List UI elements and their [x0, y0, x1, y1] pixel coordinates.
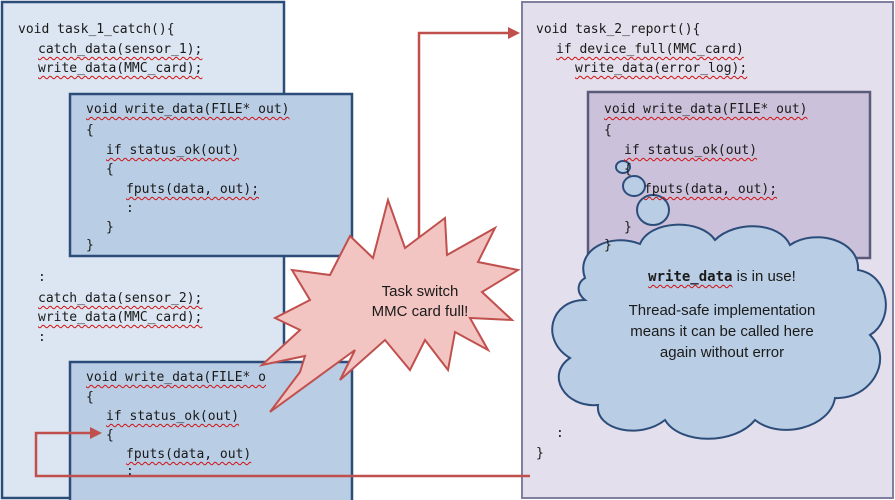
inner-ellipsis-1: :	[126, 201, 134, 216]
fputs-line-2: fputs(data, out)	[126, 447, 252, 462]
write-data-signature-1: void write_data(FILE* out)	[86, 102, 290, 117]
cloud-in-use-text: is in use!	[732, 268, 796, 285]
write-data-signature-3: void write_data(FILE* out)	[604, 102, 808, 117]
status-ok-line-3: if status_ok(out)	[624, 143, 758, 158]
write-data-call-1: write_data(MMC_card);	[38, 61, 203, 76]
task-switch-arrow	[417, 31, 510, 240]
brace-close-1: }	[86, 238, 94, 253]
task-switch-arrowhead	[508, 27, 520, 39]
return-arrowhead	[90, 427, 102, 439]
brace-open-2: {	[86, 390, 94, 405]
cloud-text: write_data is in use! Thread-safe implem…	[582, 266, 862, 363]
cloud-callout	[551, 223, 887, 440]
cloud-line-2: means it can be called here	[630, 323, 814, 340]
write-data-call-2: write_data(MMC_card);	[38, 310, 203, 325]
thought-bubble-medium	[622, 175, 646, 197]
task-2-close: }	[536, 446, 544, 461]
cloud-in-use-line: write_data is in use!	[582, 266, 862, 288]
cloud-func-name: write_data	[648, 269, 733, 285]
task-switch-burst	[258, 196, 521, 413]
write-data-signature-2: void write_data(FILE* o	[86, 370, 267, 385]
write-data-error-log: write_data(error_log);	[575, 61, 748, 76]
fputs-line-3: fputs(data, out);	[644, 182, 778, 197]
task-2-ellipsis: :	[556, 426, 564, 441]
catch-data-call-2: catch_data(sensor_2);	[38, 291, 203, 306]
status-ok-line-1: if status_ok(out)	[106, 143, 240, 158]
brace-open-3b: {	[624, 162, 632, 177]
device-full-line: if device_full(MMC_card)	[556, 42, 744, 57]
cloud-line-1: Thread-safe implementation	[628, 302, 816, 319]
brace-open-2b: {	[106, 428, 114, 443]
brace-open-1: {	[86, 123, 94, 138]
thought-bubble-small	[615, 160, 631, 174]
return-arrow	[34, 431, 530, 478]
burst-text: Task switch MMC card full!	[340, 282, 500, 322]
thought-bubble-large	[636, 194, 670, 226]
task-1-ellipsis-2: :	[38, 330, 46, 345]
burst-line-2: MMC card full!	[371, 303, 469, 320]
write-data-box-1	[68, 92, 354, 258]
status-ok-line-2: if status_ok(out)	[106, 409, 240, 424]
catch-data-call-1: catch_data(sensor_1);	[38, 42, 203, 57]
brace-open-1b: {	[106, 162, 114, 177]
brace-close-1b: }	[106, 220, 114, 235]
burst-line-1: Task switch	[381, 283, 459, 300]
task-1-ellipsis-1: :	[38, 270, 46, 285]
brace-close-3: }	[604, 238, 612, 253]
brace-open-3: {	[604, 123, 612, 138]
cloud-line-3: again without error	[659, 344, 785, 361]
fputs-line-1: fputs(data, out);	[126, 182, 260, 197]
inner-ellipsis-2: :	[126, 464, 134, 479]
task-2-header: void task_2_report(){	[536, 22, 701, 37]
task-1-header: void task_1_catch(){	[18, 22, 175, 37]
brace-close-3b: }	[624, 220, 632, 235]
